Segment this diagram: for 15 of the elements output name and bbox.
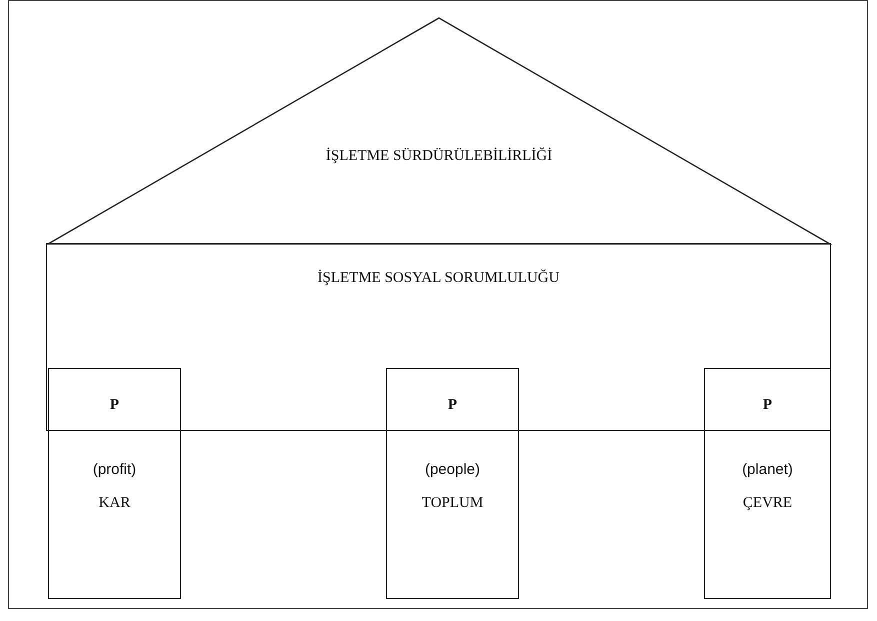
pillar-subtitle: (planet) [742, 461, 793, 478]
band-box [46, 243, 831, 431]
roof-title: İŞLETME SÜRDÜRÜLEBİLİRLİĞİ [326, 148, 552, 165]
pillar-letter: P [110, 397, 120, 414]
pillar-letter: P [762, 397, 772, 414]
pillar-title: KAR [98, 495, 130, 512]
pillar-box [48, 368, 181, 599]
pillar-subtitle: (people) [424, 461, 480, 478]
pillar-subtitle: (profit) [92, 461, 136, 478]
pillar-title: ÇEVRE [742, 495, 792, 512]
pillar-box [386, 368, 519, 599]
band-title: İŞLETME SOSYAL SORUMLULUĞU [318, 270, 560, 287]
pillar-box [704, 368, 831, 599]
pillar-letter: P [448, 397, 458, 414]
pillar-title: TOPLUM [422, 495, 484, 512]
